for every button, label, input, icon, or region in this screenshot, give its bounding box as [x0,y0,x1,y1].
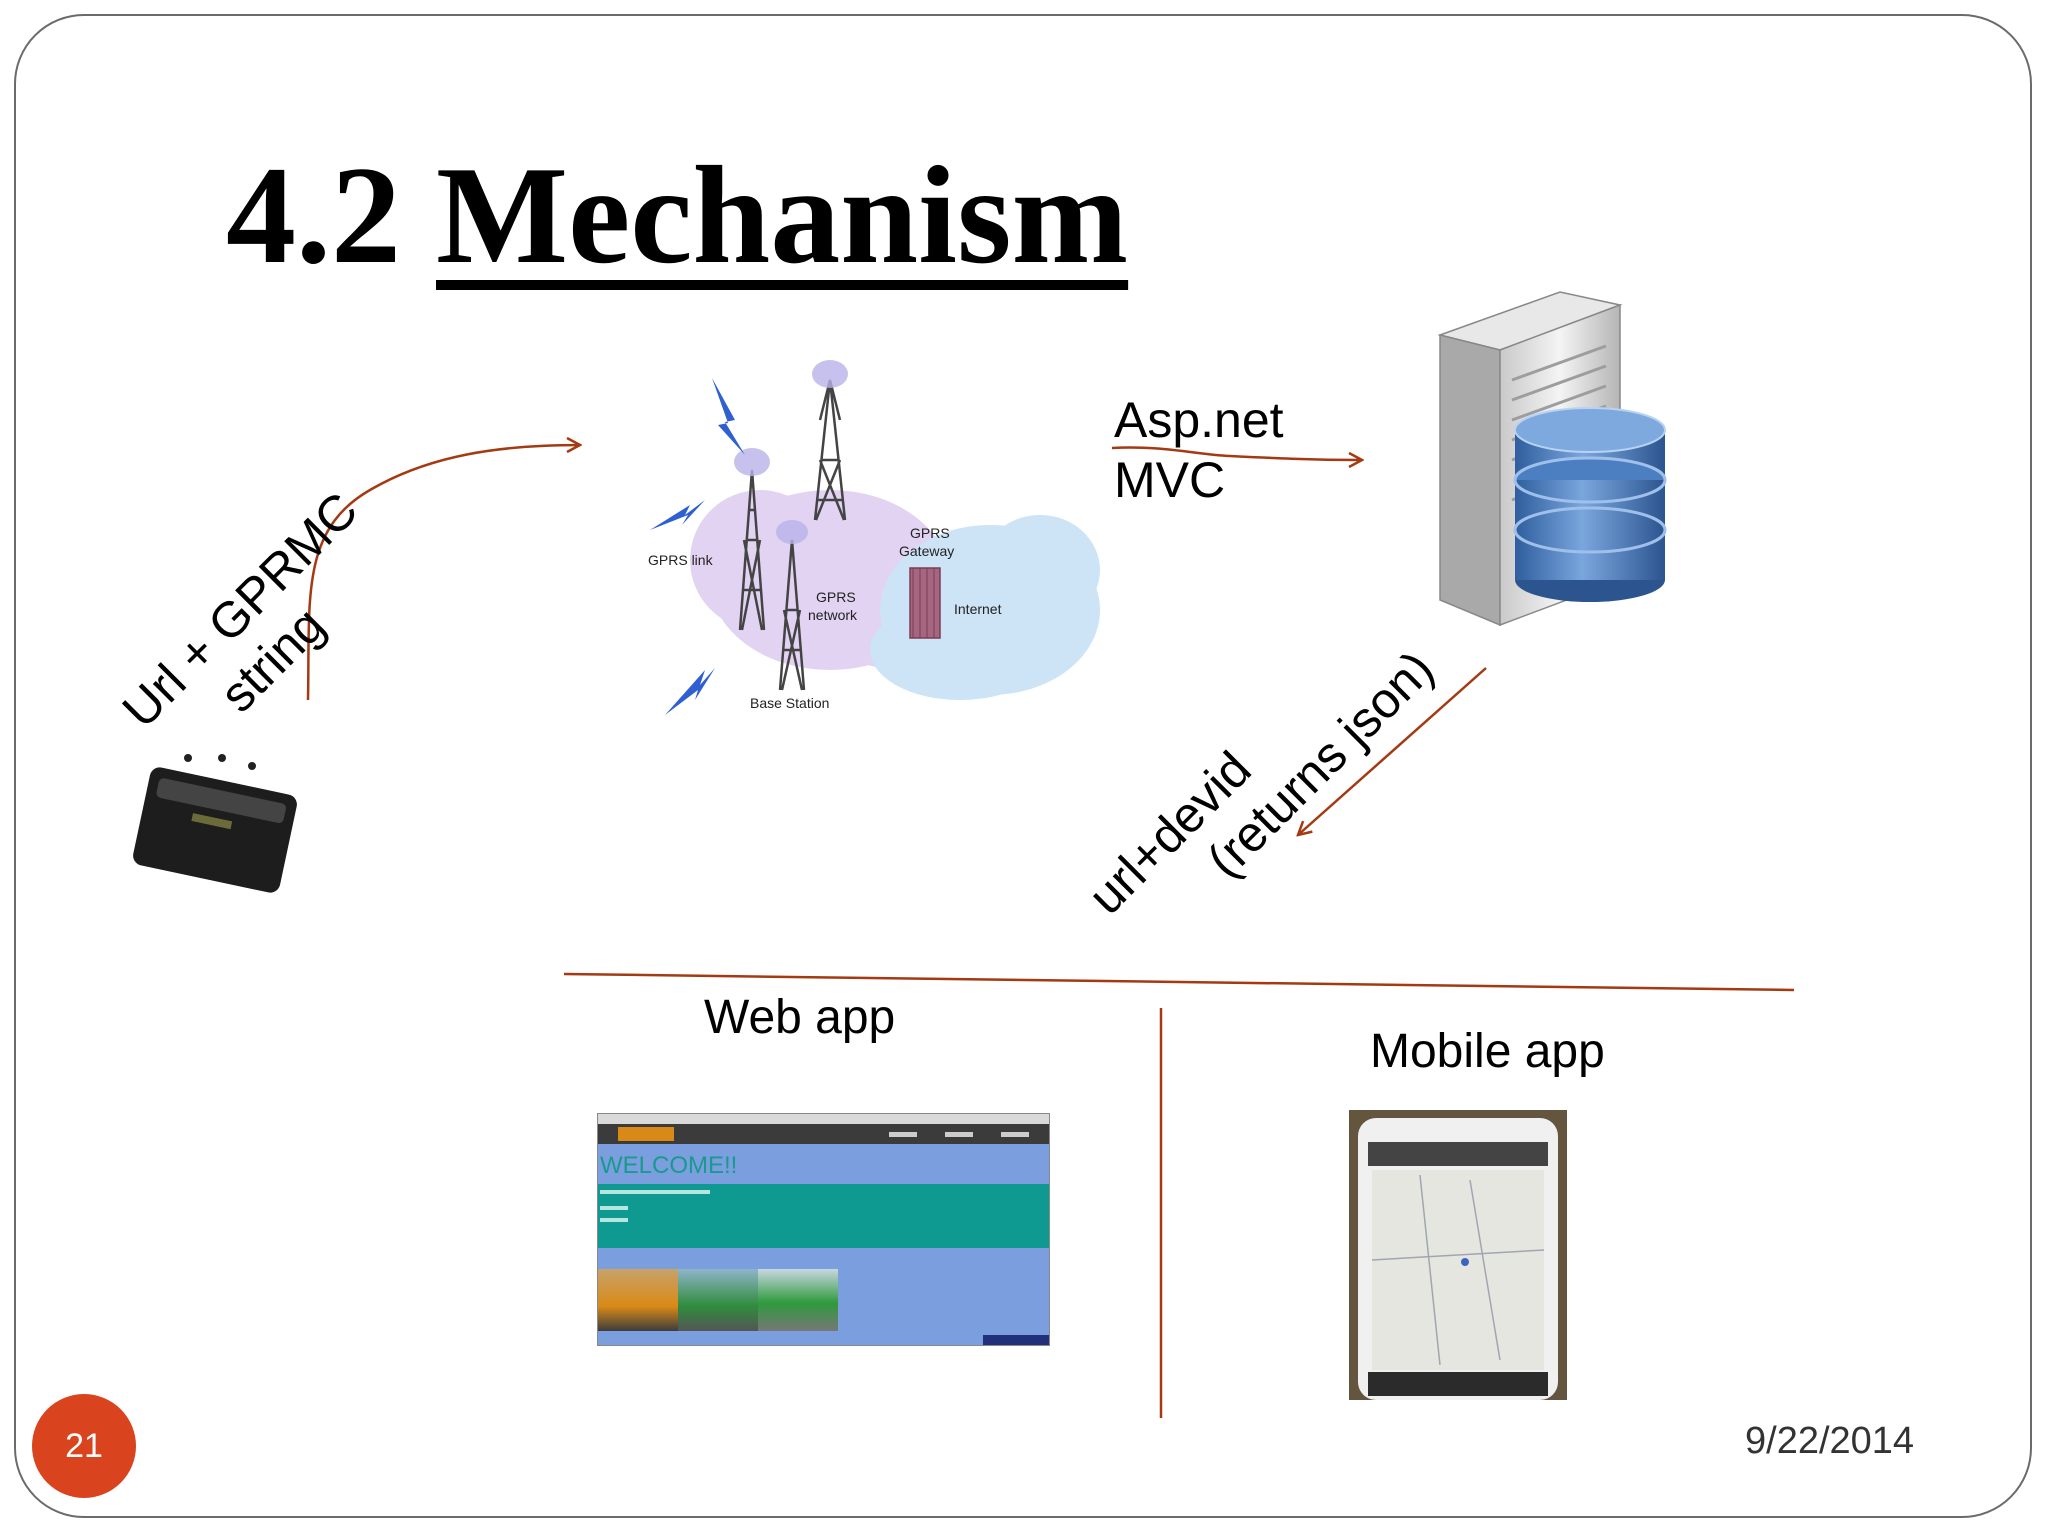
web-teal-band [598,1184,1049,1248]
web-welcome-text: WELCOME!! [600,1152,738,1179]
page-number-badge: 21 [32,1394,136,1498]
label-internet: Internet [954,601,1002,617]
horizontal-divider [563,972,1795,992]
web-app-label: Web app [704,991,896,1044]
database-icon [1513,407,1667,602]
gps-device-icon [133,754,297,893]
label-gprs-network-2: network [808,607,858,623]
label-gprs-link: GPRS link [648,552,714,568]
framework-label-line1: Asp.net [1114,392,1284,448]
framework-arrow [1111,446,1362,460]
web-bus-photos [598,1269,838,1331]
response-arrow [1298,667,1487,835]
slide-title: 4.2 Mechanism [226,146,1128,286]
framework-label-line2: MVC [1114,452,1226,508]
mobile-app-label: Mobile app [1370,1025,1605,1078]
web-logo [618,1127,674,1141]
gprs-network-figure: GPRS link GPRS network GPRS Gateway Inte… [648,360,1100,715]
request-arrow [306,445,580,701]
slide-date: 9/22/2014 [1745,1420,1915,1462]
gprs-gateway-icon [909,567,941,639]
mobile-app-photo [1349,1110,1567,1400]
title-word: Mechanism [436,138,1129,293]
browser-bar [598,1114,1049,1124]
web-nav-bar [598,1124,1049,1144]
label-base-station: Base Station [750,695,829,711]
framework-label: Asp.net MVC [1114,390,1284,510]
web-app-screenshot: WELCOME!! [597,1113,1050,1346]
web-footer [983,1335,1049,1345]
label-gprs-gateway-1: GPRS [910,525,950,541]
label-gprs-network-1: GPRS [816,589,856,605]
label-gprs-gateway-2: Gateway [899,543,954,559]
title-number: 4.2 [226,138,401,293]
web-nav-links [889,1131,1029,1137]
